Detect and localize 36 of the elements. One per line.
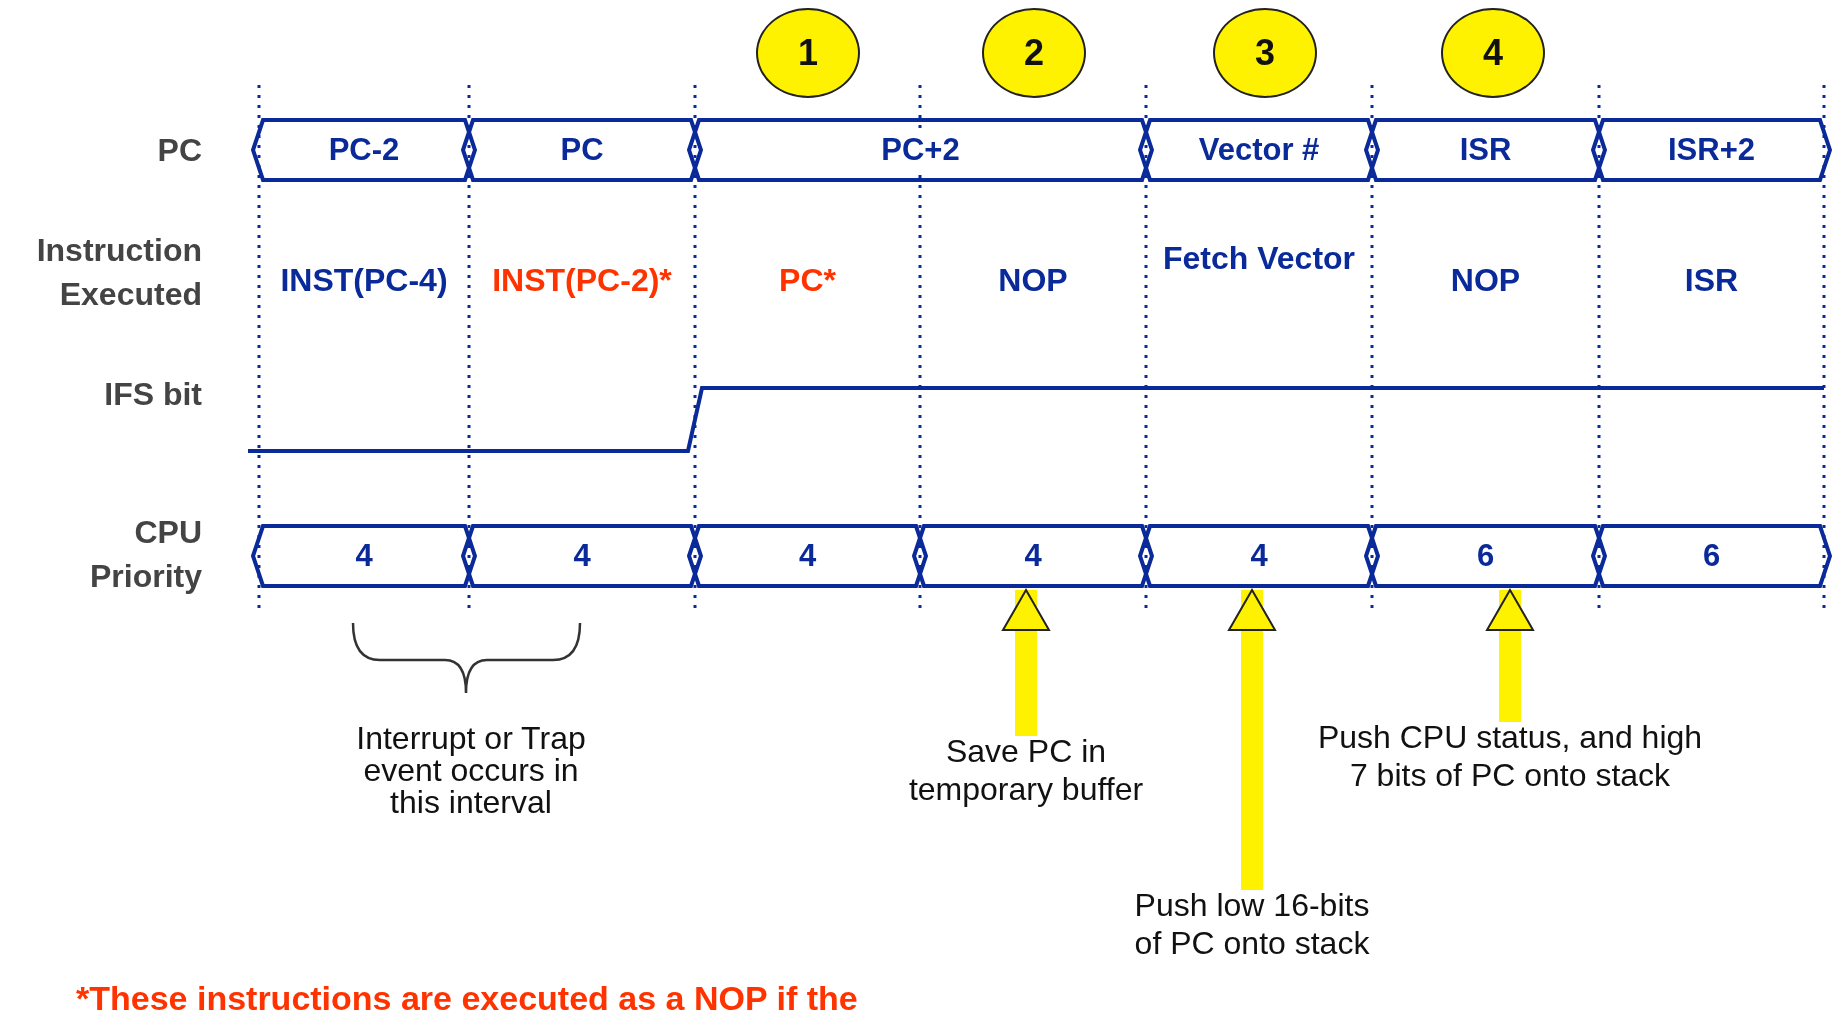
bus-segment: 4 xyxy=(251,524,477,588)
bus-segment: PC+2 xyxy=(687,118,1154,182)
arrow xyxy=(1486,589,1534,722)
instruction-label: PC* xyxy=(778,261,837,300)
bus-segment: 4 xyxy=(1138,524,1380,588)
instruction-label: INST(PC-4) xyxy=(279,261,449,300)
annotation-text: Push CPU status, and high 7 bits of PC onto stack xyxy=(1310,718,1710,794)
bus-segment: 4 xyxy=(912,524,1154,588)
row-label: IFS bit xyxy=(103,375,202,414)
numbered-circle: 1 xyxy=(756,8,860,98)
annotation-text: Push low 16-bits of PC onto stack xyxy=(1122,886,1382,962)
instruction-label: INST(PC-2)* xyxy=(491,261,673,300)
instruction-label: NOP xyxy=(1449,261,1522,300)
row-label: CPU Priority xyxy=(88,513,202,596)
instruction-label: ISR xyxy=(1683,261,1740,300)
numbered-circle: 4 xyxy=(1441,8,1545,98)
bus-segment: 4 xyxy=(687,524,928,588)
bus-segment: PC xyxy=(461,118,703,182)
row-label: PC xyxy=(156,131,202,170)
numbered-circle: 2 xyxy=(982,8,1086,98)
bus-segment: PC-2 xyxy=(251,118,477,182)
row-label: Instruction Executed xyxy=(35,231,202,314)
numbered-circle: 3 xyxy=(1213,8,1317,98)
footnote: *These instructions are executed as a NOP if the xyxy=(76,978,859,1015)
bus-segment: Vector # xyxy=(1138,118,1380,182)
bus-segment: 6 xyxy=(1364,524,1607,588)
bus-segment: 4 xyxy=(461,524,703,588)
annotation-text: Save PC in temporary buffer xyxy=(896,732,1156,808)
bus-segment: ISR xyxy=(1364,118,1607,182)
arrow xyxy=(1002,589,1050,736)
annotation-text: Interrupt or Trap event occurs in this interval xyxy=(356,722,586,818)
arrow xyxy=(1228,589,1276,890)
instruction-label: Fetch Vector xyxy=(1161,239,1357,278)
bus-segment: 6 xyxy=(1591,524,1832,588)
instruction-label: NOP xyxy=(997,261,1069,300)
bus-segment: ISR+2 xyxy=(1591,118,1832,182)
